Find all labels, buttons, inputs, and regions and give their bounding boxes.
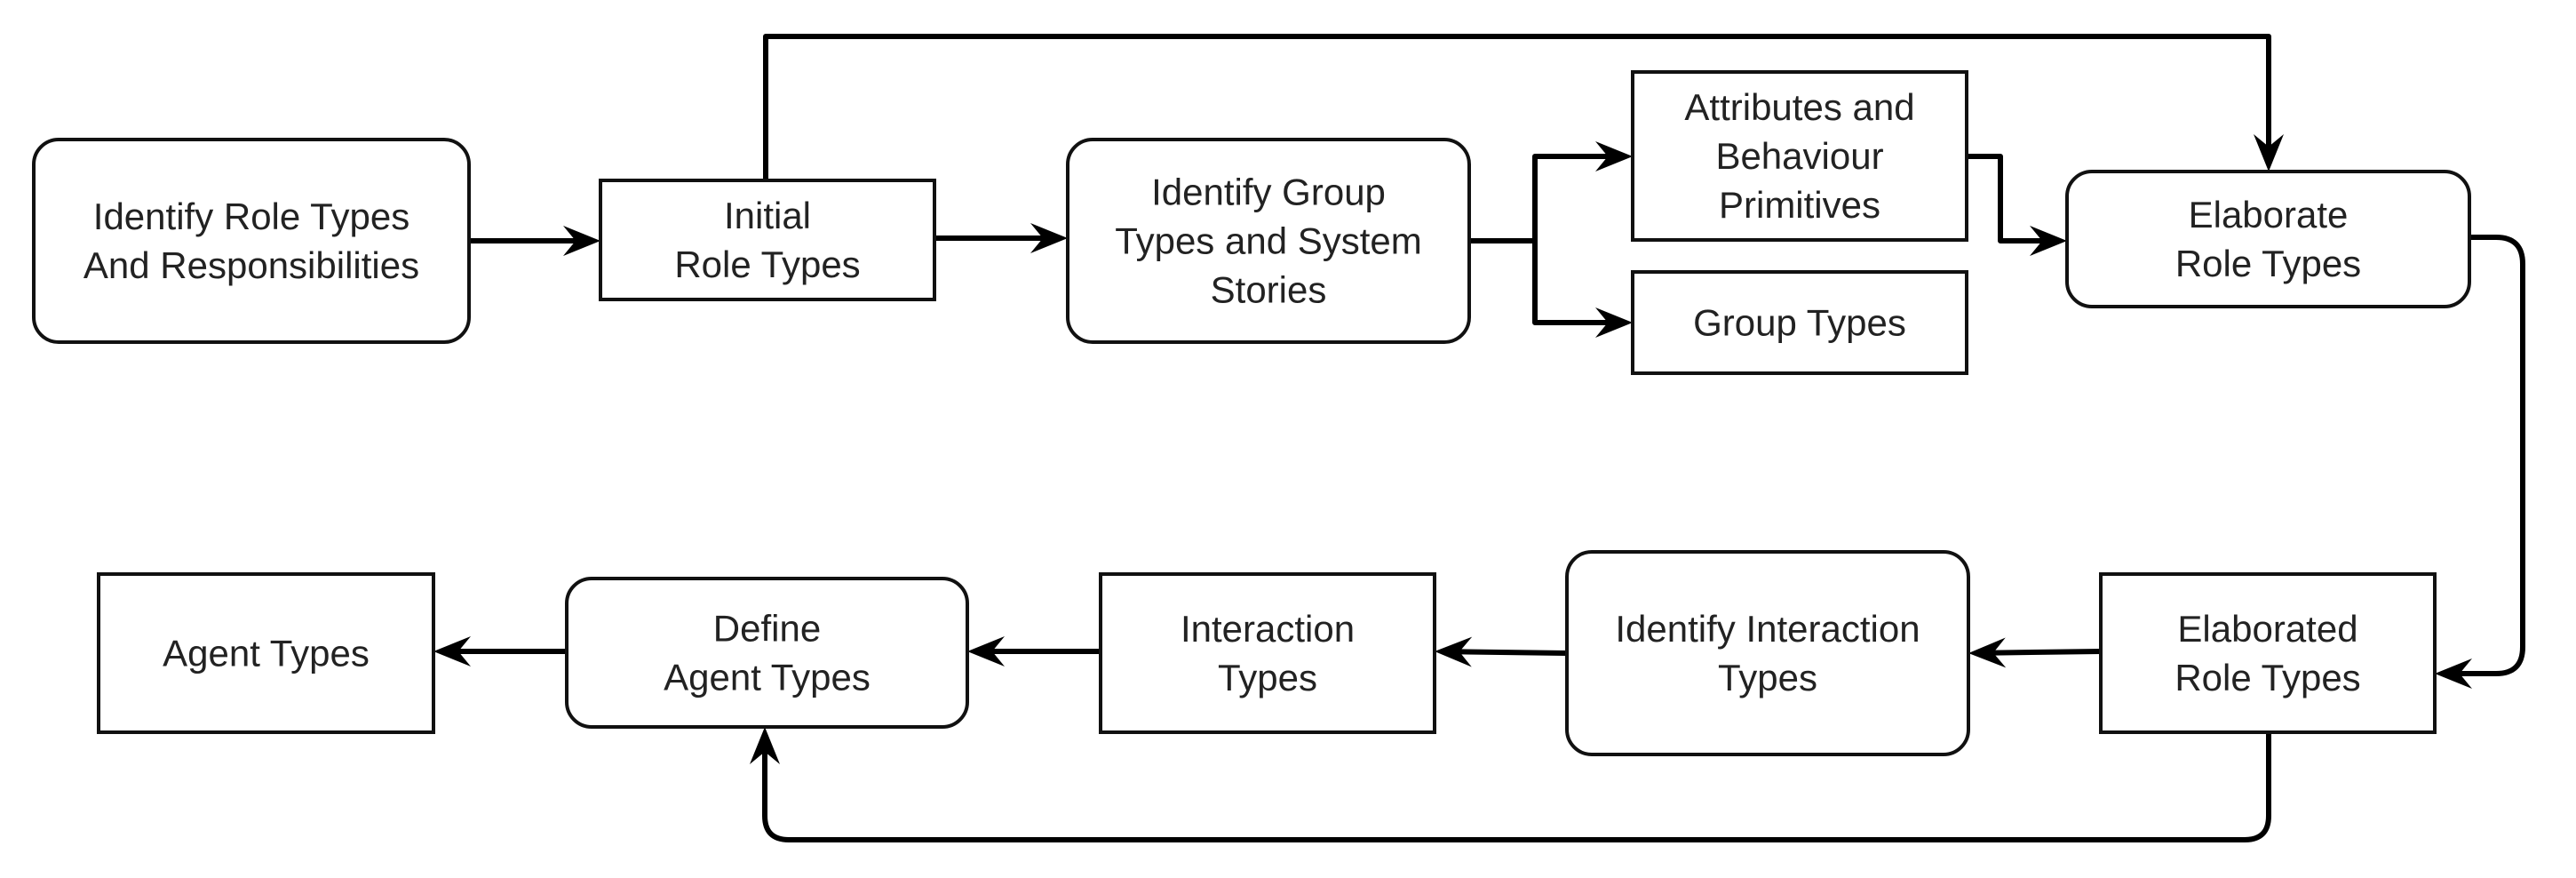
node-label-line: Primitives: [1719, 184, 1880, 226]
arrow-initial-role-types-to-elaborate-role-types: [763, 34, 2284, 180]
arrow-attributes-behaviour-to-elaborate-role-types: [1967, 154, 2067, 256]
artifact-box: [2099, 572, 2437, 734]
connector-line: [762, 732, 2271, 842]
arrow-initial-role-types-to-identify-group-types: [934, 223, 1068, 253]
arrowhead-icon: [967, 636, 1005, 666]
arrowhead-icon: [563, 226, 600, 256]
node-label-line: Agent Types: [163, 633, 370, 674]
arrowhead-icon: [1030, 223, 1068, 253]
node-label-line: Role Types: [674, 243, 860, 285]
node-group-types: Group Types: [1631, 270, 1968, 375]
arrow-elaborated-role-types-to-identify-interaction-types: [1968, 637, 2102, 668]
arrow-elaborate-role-types-to-elaborated-role-types: [2435, 235, 2525, 689]
arrowhead-icon: [1595, 141, 1633, 172]
artifact-box: [1631, 270, 1968, 375]
arrowhead-icon: [1435, 636, 1473, 667]
node-label-line: Identify Interaction: [1615, 608, 1920, 650]
arrow-define-agent-types-to-agent-types: [433, 636, 567, 666]
arrow-identify-group-types-to-attributes-behaviour: [1469, 141, 1633, 243]
node-label-line: Attributes and: [1684, 86, 1914, 128]
connector-line: [2453, 235, 2525, 676]
connector-line: [1451, 649, 1568, 656]
process-box: [1066, 138, 1471, 344]
node-label-line: Role Types: [2175, 243, 2361, 284]
artifact-box: [1099, 572, 1436, 734]
connector-line: [1985, 649, 2102, 656]
arrow-identify-group-types-to-group-types: [1469, 238, 1633, 338]
node-label-line: Role Types: [2174, 657, 2360, 698]
node-label-line: Elaborate: [2189, 194, 2349, 235]
node-label-line: Types: [1218, 657, 1317, 698]
artifact-box: [1631, 70, 1968, 242]
arrow-identify-interaction-types-to-interaction-types: [1435, 636, 1568, 667]
node-label-line: Stories: [1211, 269, 1327, 311]
connector-line: [1967, 154, 2049, 243]
node-label-line: Types and System: [1115, 220, 1422, 262]
artifact-box: [599, 179, 936, 301]
arrow-interaction-types-to-define-agent-types: [967, 636, 1101, 666]
arrowhead-icon: [750, 727, 780, 764]
process-box: [565, 577, 969, 729]
arrowhead-icon: [1968, 637, 2007, 668]
node-label-line: Elaborated: [2177, 608, 2357, 650]
node-agent-types: Agent Types: [97, 572, 435, 734]
node-label-line: Agent Types: [664, 657, 871, 698]
node-label-line: And Responsibilities: [83, 244, 419, 286]
connector-line: [1469, 154, 1615, 243]
arrowhead-icon: [433, 636, 471, 666]
arrowhead-icon: [2030, 226, 2067, 256]
artifact-box: [97, 572, 435, 734]
node-label-line: Interaction: [1181, 608, 1355, 650]
process-box: [32, 138, 471, 344]
arrowhead-icon: [1595, 307, 1633, 338]
arrow-identify-role-types-to-initial-role-types: [469, 226, 600, 256]
node-label-line: Behaviour: [1715, 135, 1883, 177]
connector-line: [763, 34, 2271, 180]
process-box: [2065, 170, 2471, 308]
arrowhead-icon: [2435, 658, 2472, 689]
node-label-line: Initial: [724, 195, 811, 236]
arrow-elaborated-role-types-to-define-agent-types: [750, 727, 2271, 842]
node-label-line: Types: [1718, 657, 1817, 698]
node-label-line: Group Types: [1693, 302, 1906, 344]
connector-line: [1469, 238, 1615, 325]
process-box: [1565, 550, 1970, 756]
node-label-line: Identify Group: [1151, 172, 1386, 213]
node-label-line: Identify Role Types: [93, 196, 409, 237]
node-label-line: Define: [713, 608, 821, 650]
arrowhead-icon: [2254, 134, 2284, 172]
